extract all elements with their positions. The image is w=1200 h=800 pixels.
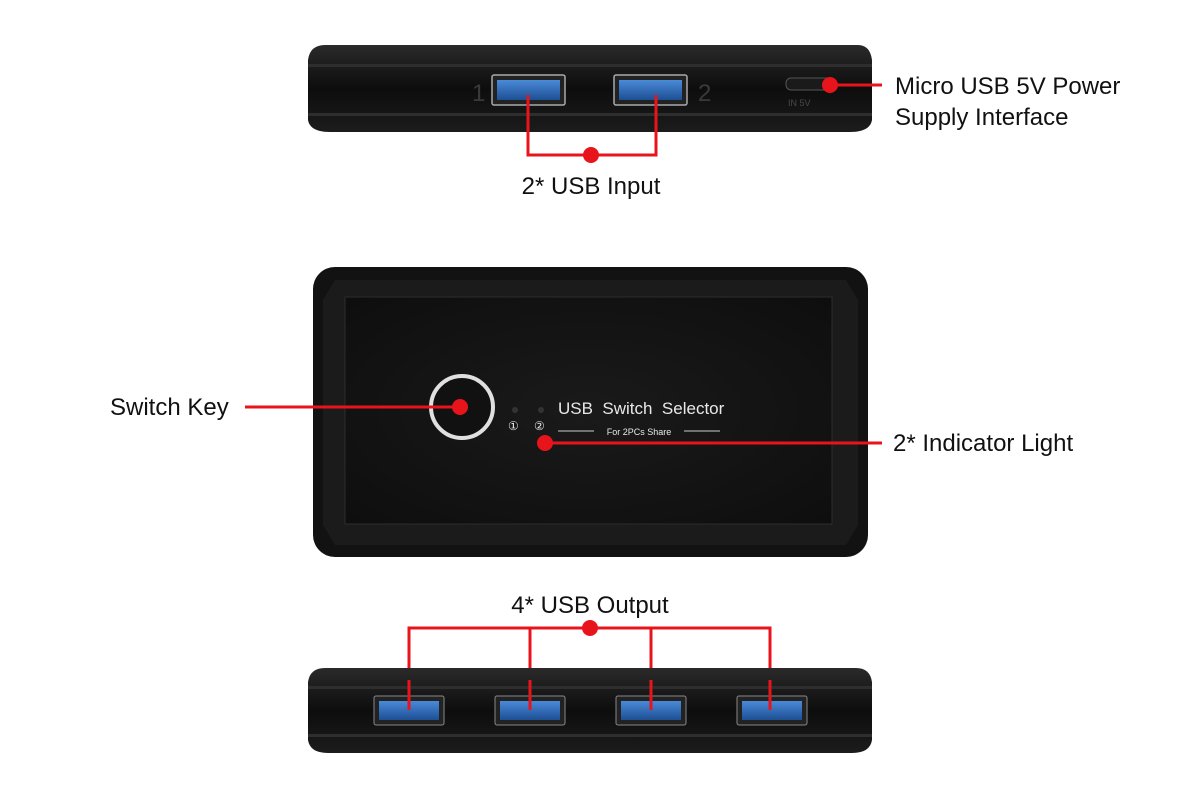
power-label-line1: Micro USB 5V Power bbox=[895, 73, 1120, 100]
callout-usb-inputs: 2* USB Input bbox=[522, 95, 661, 200]
usb-output-port-2 bbox=[494, 695, 566, 726]
usb-input-port-1 bbox=[491, 74, 566, 106]
power-label-line2: Supply Interface bbox=[895, 104, 1068, 131]
indicator-led-1 bbox=[512, 407, 518, 413]
front-device: ① ② USB Switch Selector For 2PCs Share bbox=[313, 267, 868, 557]
device-title: USB Switch Selector bbox=[558, 399, 725, 418]
indicator-led-2 bbox=[538, 407, 544, 413]
port-label-2: 2 bbox=[698, 80, 711, 107]
callout-switch-key: Switch Key bbox=[110, 394, 468, 421]
led-label-2: ② bbox=[534, 419, 545, 433]
callout-output-dots bbox=[407, 680, 772, 710]
usb-output-port-4 bbox=[736, 695, 808, 726]
device-subtitle: For 2PCs Share bbox=[607, 427, 672, 437]
usb-input-port-2 bbox=[613, 74, 688, 106]
usb-output-label: 4* USB Output bbox=[511, 592, 669, 619]
switch-key-label: Switch Key bbox=[110, 394, 229, 421]
led-label-1: ① bbox=[508, 419, 519, 433]
usb-output-port-3 bbox=[615, 695, 687, 726]
callout-power: Micro USB 5V Power Supply Interface bbox=[822, 73, 1120, 131]
indicator-light-label: 2* Indicator Light bbox=[893, 430, 1073, 457]
bottom-side-device bbox=[308, 668, 872, 753]
usb-input-label: 2* USB Input bbox=[522, 173, 661, 200]
port-label-1: 1 bbox=[472, 80, 485, 107]
callout-indicator-lights: 2* Indicator Light bbox=[537, 430, 1073, 457]
top-side-device: 1 2 IN 5V bbox=[308, 45, 872, 132]
usb-output-port-1 bbox=[373, 695, 445, 726]
power-port-label: IN 5V bbox=[788, 98, 811, 108]
